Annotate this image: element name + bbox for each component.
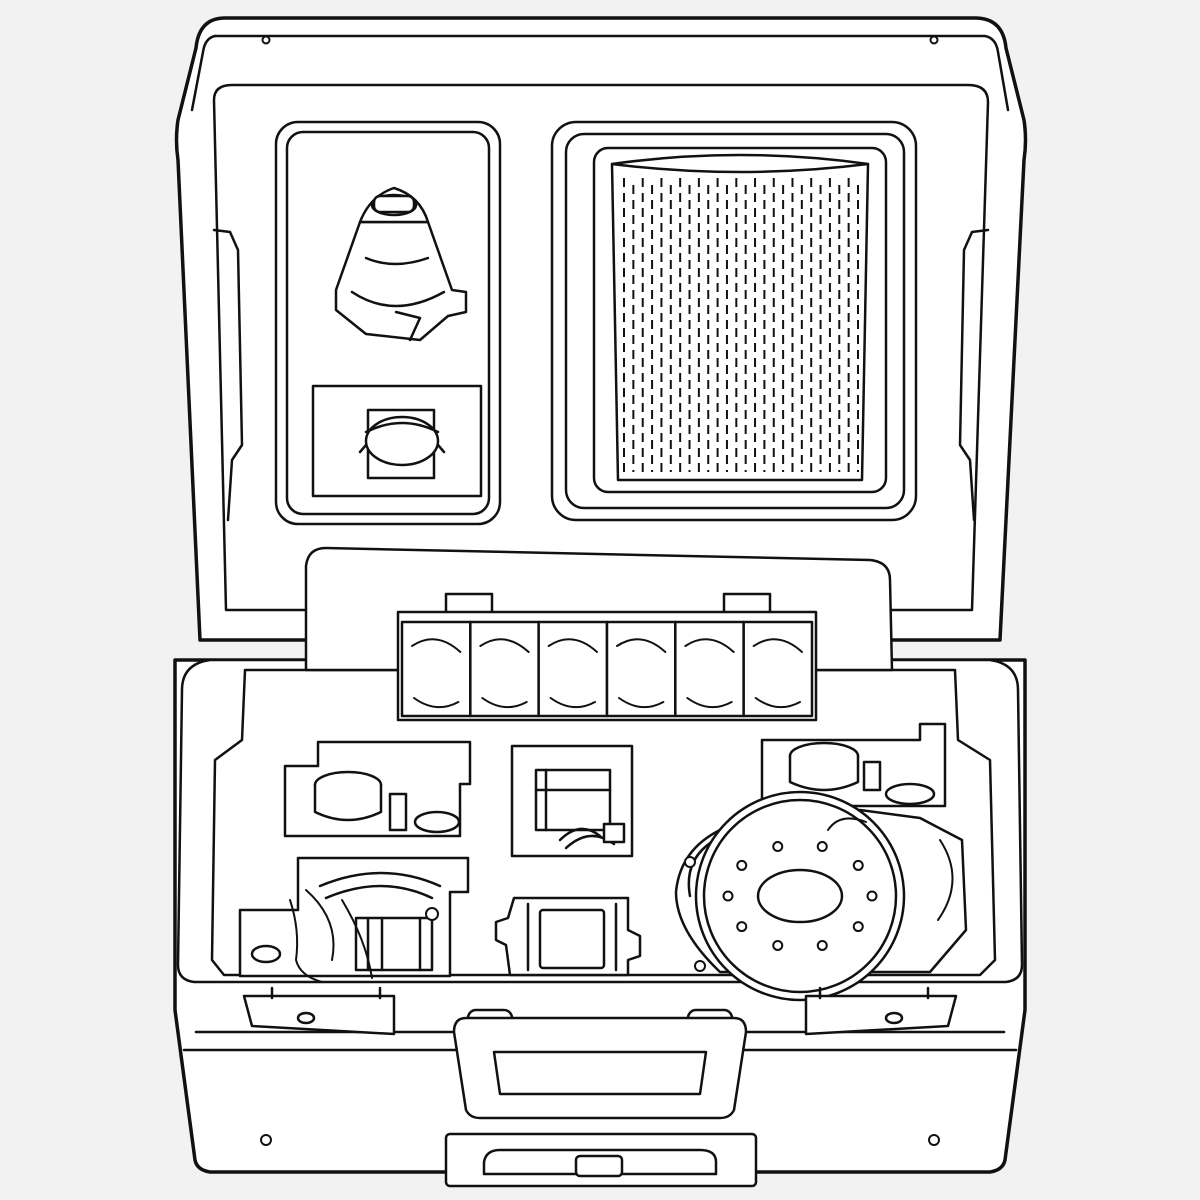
tray-slot — [469, 620, 540, 718]
tray-item — [752, 638, 803, 709]
rivet-icon — [261, 35, 271, 45]
tray-slot — [605, 620, 677, 718]
bolt-hole — [736, 921, 748, 933]
clip-bracket — [494, 896, 642, 977]
lid-left-pocket — [274, 120, 502, 526]
transformer-module — [510, 744, 634, 858]
tray-slot — [674, 620, 745, 718]
burner-plate — [674, 790, 968, 1002]
bolt-hole — [816, 841, 828, 853]
nozzle-icon — [334, 186, 468, 342]
bolt-hole — [852, 921, 864, 933]
tray-slot — [400, 620, 472, 718]
tray-item — [684, 638, 735, 709]
bolt-hole — [852, 859, 864, 871]
cap-holder-left — [283, 740, 472, 838]
bolt-hole — [772, 939, 784, 951]
rivet-icon — [260, 1134, 272, 1146]
bolt-hole — [722, 890, 734, 902]
rivet-icon — [928, 1134, 940, 1146]
tray-slot — [537, 620, 609, 718]
bottom-handle[interactable] — [444, 1132, 758, 1188]
bolt-holes — [722, 841, 878, 951]
bolt-hole — [866, 890, 878, 902]
lens-icon — [358, 408, 446, 480]
parts-tray — [304, 546, 894, 722]
case-base — [173, 546, 1027, 1188]
bolt-hole — [736, 859, 748, 871]
filter-mesh-icon — [623, 178, 859, 472]
case-lid — [174, 16, 1028, 642]
tray-item — [616, 638, 667, 709]
tray-item — [411, 638, 462, 709]
tray-item — [547, 638, 598, 709]
cap-holder-right — [760, 722, 947, 808]
bolt-hole — [772, 841, 784, 853]
right-latch[interactable] — [804, 986, 958, 1036]
rivet-icon — [929, 35, 939, 45]
front-handle[interactable] — [452, 1008, 748, 1120]
lid-filter-panel — [550, 120, 918, 522]
tray-slot — [742, 620, 814, 718]
valve-assembly — [238, 856, 470, 983]
bolt-hole — [816, 939, 828, 951]
left-latch[interactable] — [242, 986, 396, 1036]
tray-item — [479, 638, 530, 709]
